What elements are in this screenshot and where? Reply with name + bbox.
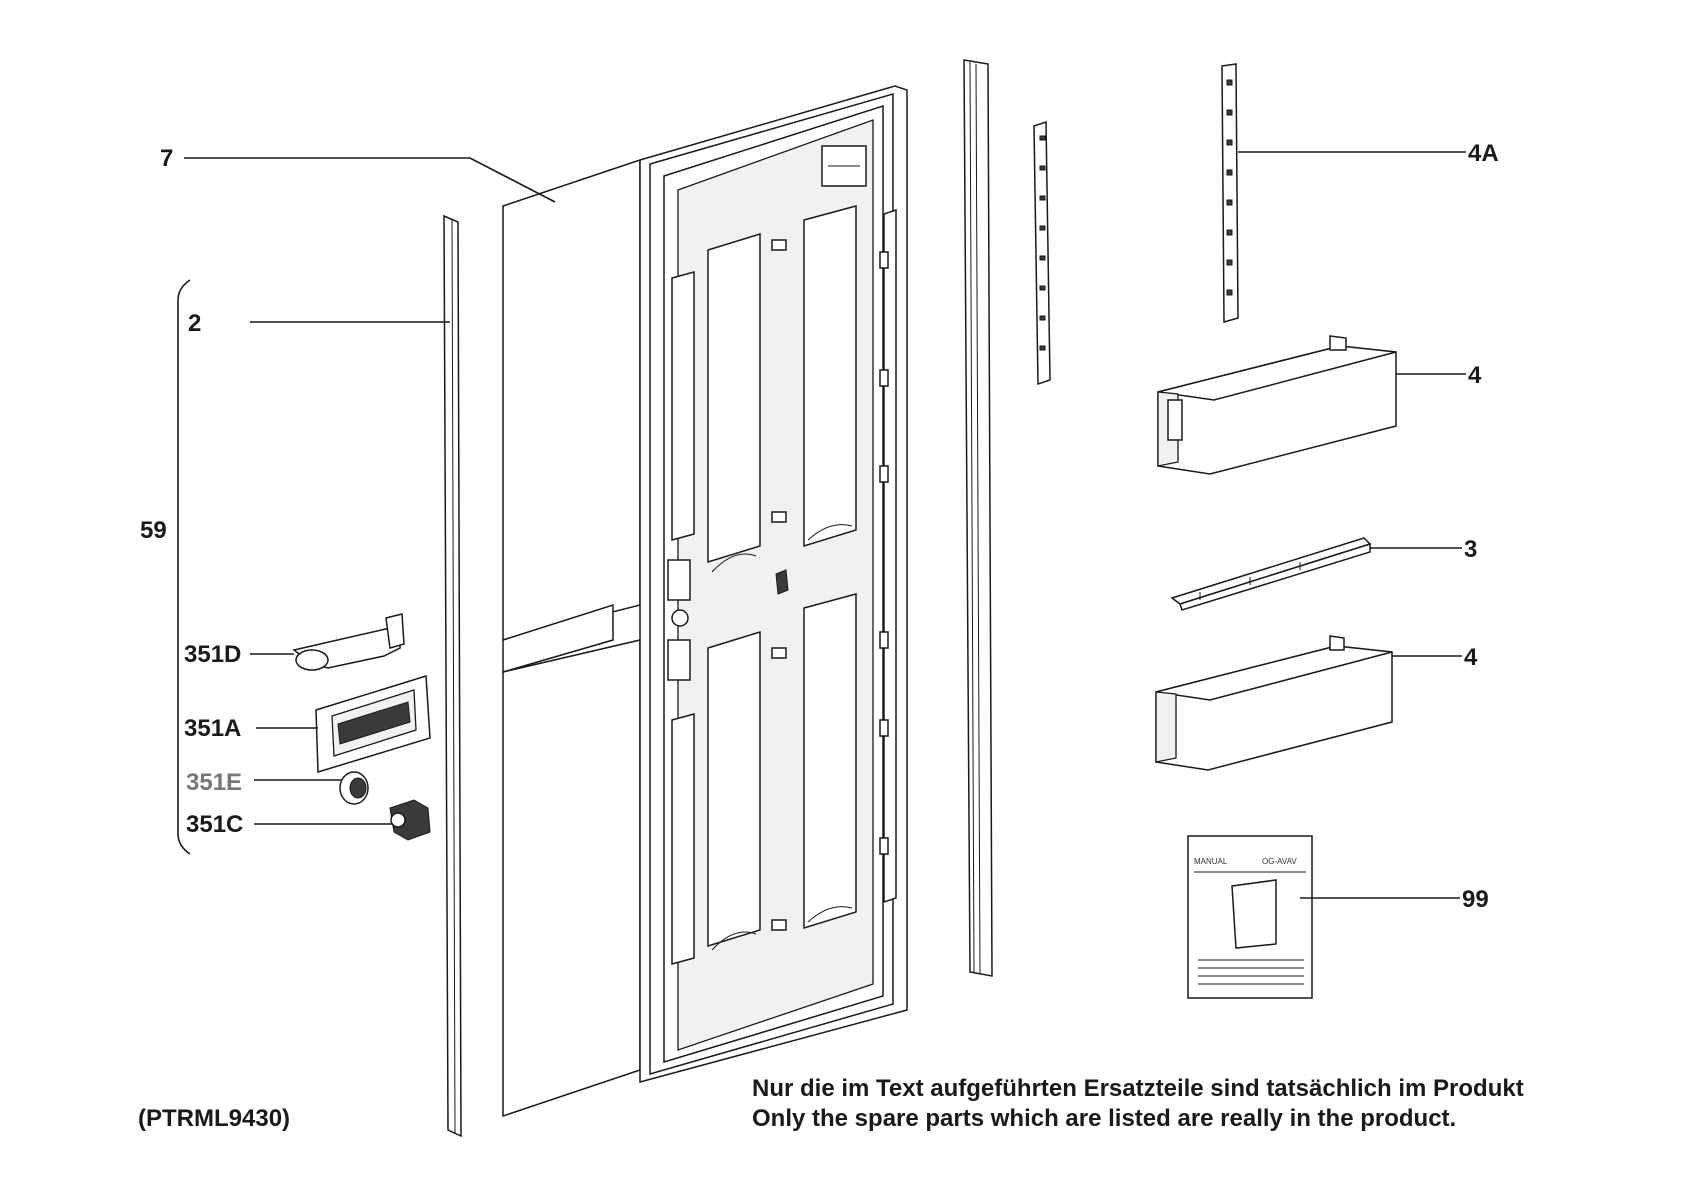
label-part-99: 99: [1462, 886, 1489, 913]
lock-cap-part-351E: [339, 771, 369, 805]
label-part-59: 59: [140, 517, 167, 544]
door-inner-liner: [639, 85, 908, 1083]
label-part-4-lower: 4: [1464, 644, 1478, 671]
label-part-351A: 351A: [184, 715, 241, 742]
shelf-rail-small: [1033, 120, 1051, 386]
manual-title-left: MANUAL: [1194, 857, 1228, 866]
door-bin-lower-part-4: [1155, 635, 1393, 771]
door-bin-upper-part-4: [1157, 335, 1397, 475]
label-part-4-upper: 4: [1468, 362, 1482, 389]
handle-plate-part-351A: [315, 675, 431, 774]
shelf-trim-part-3: [1170, 537, 1372, 611]
note-english: Only the spare parts which are listed ar…: [752, 1105, 1456, 1132]
leader-lines: [184, 151, 1466, 899]
label-part-4A: 4A: [1468, 140, 1499, 167]
model-code: (PTRML9430): [138, 1105, 290, 1132]
handle-part-351D: [292, 613, 405, 671]
user-manual-part-99: MANUAL OG-AVAV: [1187, 835, 1313, 999]
note-german: Nur die im Text aufgeführten Ersatzteile…: [752, 1075, 1524, 1102]
label-part-351E: 351E: [186, 769, 242, 796]
shelf-rail-part-4A: [1221, 63, 1239, 323]
decor-panel-part-7: [502, 158, 641, 1118]
label-part-351D: 351D: [184, 641, 241, 668]
gasket-strip-part-2: [443, 214, 462, 1138]
label-part-3: 3: [1464, 536, 1477, 563]
lock-cylinder-part-351C: [389, 799, 431, 841]
group-bracket-59: [177, 279, 191, 855]
label-part-351C: 351C: [186, 811, 243, 838]
label-part-2: 2: [188, 310, 201, 337]
manual-title-right: OG-AVAV: [1262, 857, 1297, 866]
door-gasket-right: [963, 59, 993, 977]
label-part-7: 7: [160, 145, 173, 172]
